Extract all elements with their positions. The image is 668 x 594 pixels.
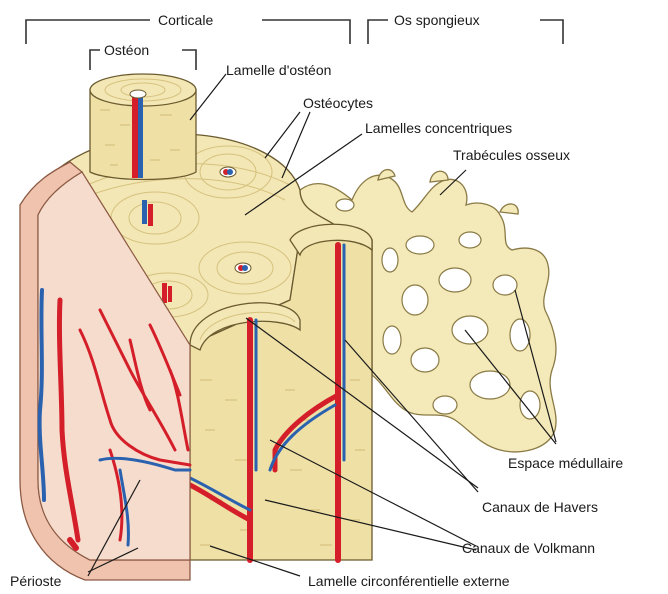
label-lamelle-circ: Lamelle circonférentielle externe: [308, 573, 510, 589]
label-lamelle-osteon: Lamelle d'ostéon: [226, 62, 331, 78]
osteon-column: [90, 74, 196, 180]
label-osteon: Ostéon: [104, 42, 149, 58]
label-espace-medullaire: Espace médullaire: [508, 455, 623, 471]
label-corticale: Corticale: [158, 12, 213, 28]
label-osteocytes: Ostéocytes: [303, 95, 373, 111]
label-perioste: Périoste: [10, 573, 62, 589]
label-canaux-havers: Canaux de Havers: [482, 499, 598, 515]
label-trabecules: Trabécules osseux: [453, 147, 570, 163]
label-os-spongieux: Os spongieux: [394, 12, 480, 28]
label-canaux-volkmann: Canaux de Volkmann: [462, 540, 595, 556]
label-lamelles-concentriques: Lamelles concentriques: [365, 120, 512, 136]
